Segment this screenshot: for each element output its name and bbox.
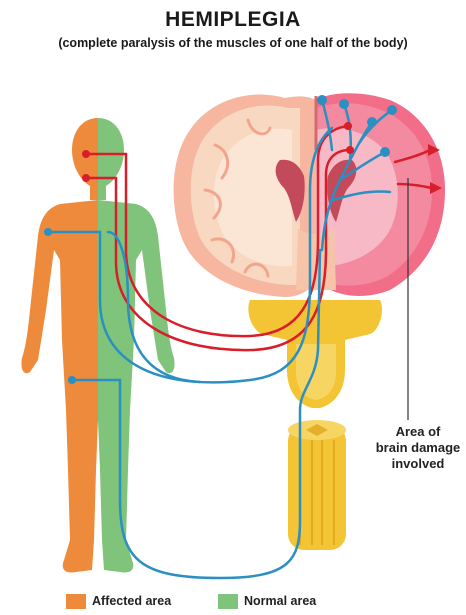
damage-callout: Area of brain damage involved (370, 424, 466, 472)
callout-line-1: Area of (370, 424, 466, 440)
pons-highlight (296, 344, 336, 400)
normal-label: Normal area (244, 594, 316, 608)
callout-line-2: brain damage (370, 440, 466, 456)
callout-line-3: involved (370, 456, 466, 472)
normal-swatch (218, 594, 238, 609)
affected-swatch (66, 594, 86, 609)
affected-half (21, 118, 98, 573)
human-figure (21, 118, 174, 573)
legend-affected: Affected area (66, 593, 171, 609)
brainstem (248, 300, 382, 550)
brain-stem-top (296, 228, 336, 290)
affected-label: Affected area (92, 594, 171, 608)
legend-normal: Normal area (218, 593, 316, 609)
spinal-cord-segment (288, 425, 346, 550)
